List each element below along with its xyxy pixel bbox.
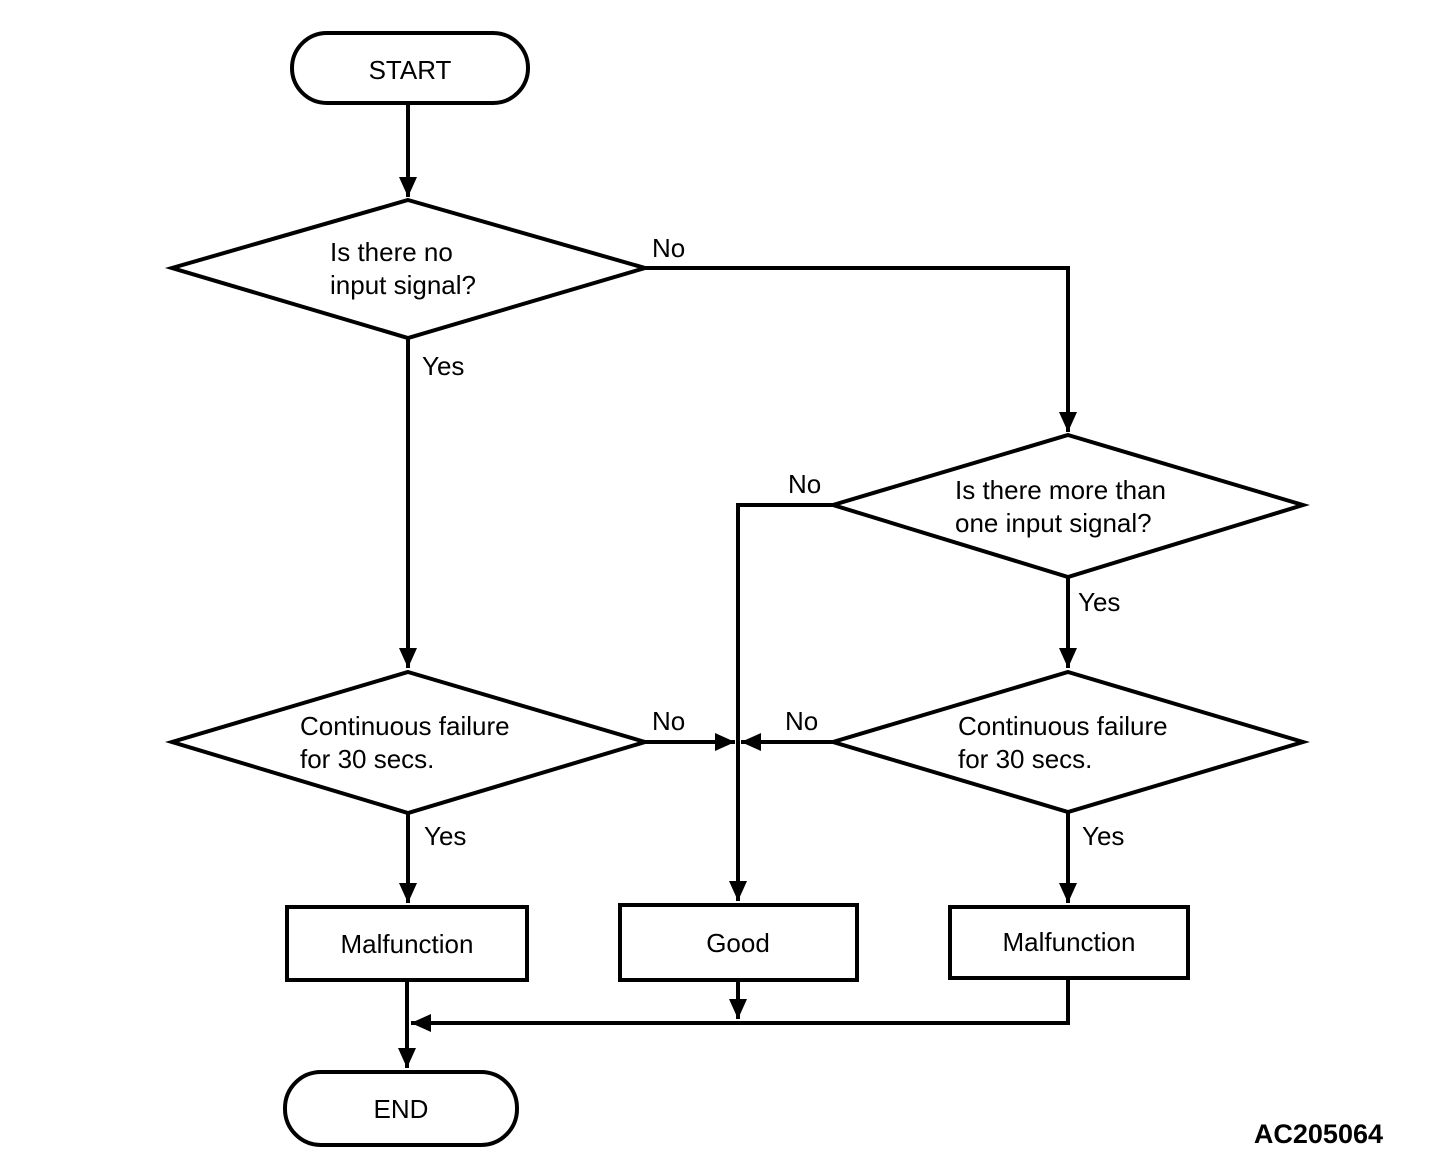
decision-cont-fail-right-line2: for 30 secs. xyxy=(958,744,1092,774)
edge-no-input-no-to-multi-input xyxy=(645,266,1077,432)
malfunction-right-label: Malfunction xyxy=(1003,927,1136,957)
decision-more-than-one-input xyxy=(826,432,1310,580)
good-label: Good xyxy=(706,928,770,958)
decision-no-input-line2: input signal? xyxy=(330,270,476,300)
decision-continuous-failure-right xyxy=(825,669,1311,815)
figure-code: AC205064 xyxy=(1254,1119,1383,1149)
edge-label-no-input-yes: Yes xyxy=(422,351,464,381)
end-label: END xyxy=(374,1094,429,1124)
edge-multi-input-no-to-good xyxy=(729,503,833,901)
edge-label-cont-fail-right-yes: Yes xyxy=(1082,821,1124,851)
decision-continuous-failure-left xyxy=(165,669,653,816)
good-box xyxy=(618,903,859,982)
decision-multi-input-line2: one input signal? xyxy=(955,508,1152,538)
malfunction-left-label: Malfunction xyxy=(341,929,474,959)
edge-label-multi-input-no: No xyxy=(788,469,821,499)
decision-cont-fail-right-line1: Continuous failure xyxy=(958,711,1168,741)
malfunction-left-box xyxy=(285,905,529,982)
edge-label-cont-fail-left-yes: Yes xyxy=(424,821,466,851)
edge-malfunction-right-to-merge-line xyxy=(411,978,1070,1032)
end-node xyxy=(283,1070,519,1147)
edge-label-no-input-no: No xyxy=(652,233,685,263)
decision-no-input-signal xyxy=(164,197,653,341)
edge-label-multi-input-yes: Yes xyxy=(1078,587,1120,617)
edge-label-cont-fail-right-no: No xyxy=(785,706,818,736)
edge-label-cont-fail-left-no: No xyxy=(652,706,685,736)
decision-no-input-line1: Is there no xyxy=(330,237,453,267)
decision-cont-fail-left-line2: for 30 secs. xyxy=(300,744,434,774)
start-label: START xyxy=(369,55,452,85)
decision-cont-fail-left-line1: Continuous failure xyxy=(300,711,510,741)
malfunction-right-box xyxy=(948,905,1190,980)
start-node xyxy=(290,31,530,105)
decision-multi-input-line1: Is there more than xyxy=(955,475,1166,505)
